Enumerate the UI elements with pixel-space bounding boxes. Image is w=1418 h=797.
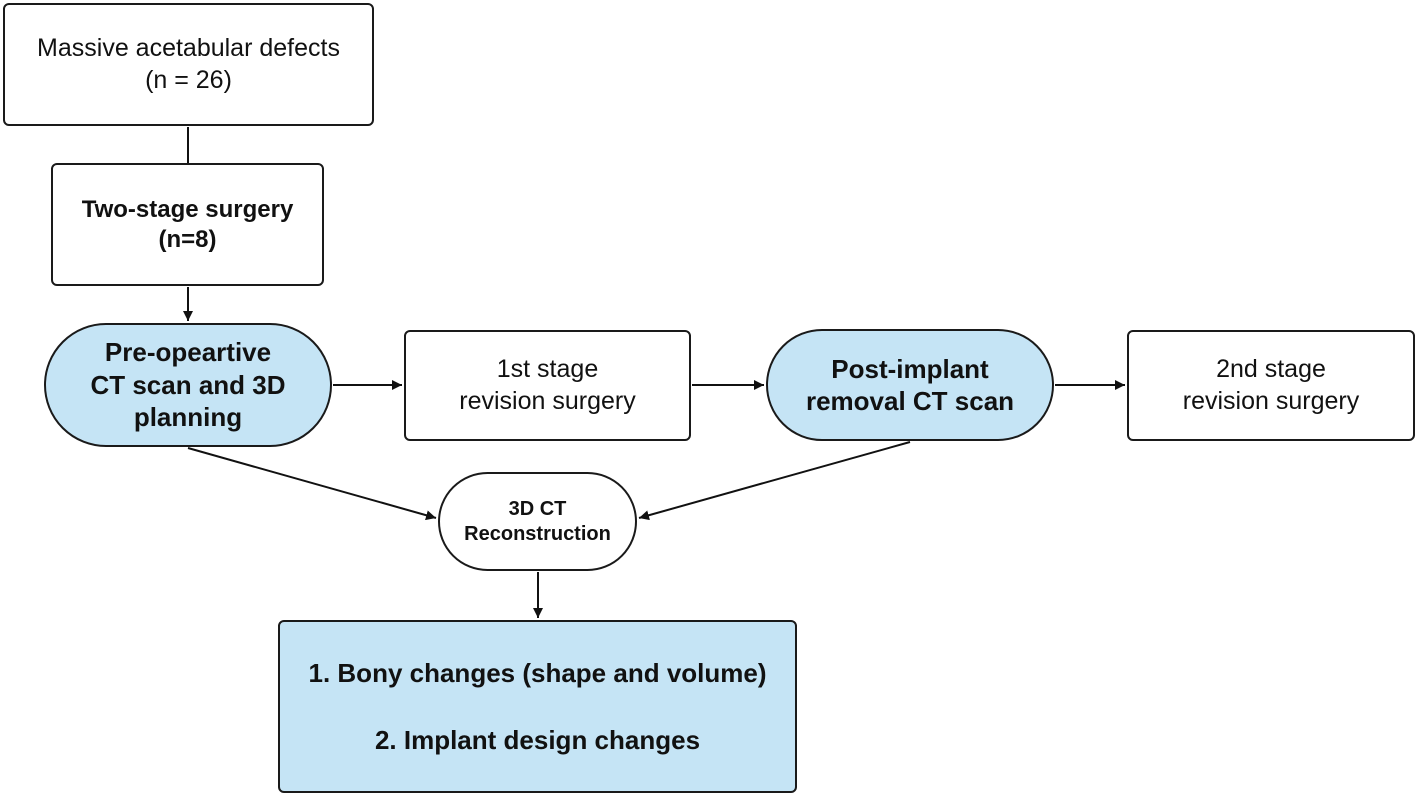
outcome-bony-changes: 1. Bony changes (shape and volume) [308,658,767,688]
3d-ct-reconstruction-box: 3D CT Reconstruction [438,472,637,571]
massive-defects-label: Massive acetabular defects [37,34,340,63]
first-stage-line-2: revision surgery [459,386,636,415]
two-stage-surgery-label: Two-stage surgery [81,195,294,223]
arrow-preop-to-reconstruction [187,447,437,521]
first-stage-revision-box: 1st stage revision surgery [404,330,691,441]
reconstruction-line-1: 3D CT [508,497,567,520]
massive-acetabular-defects-box: Massive acetabular defects (n = 26) [3,3,374,126]
two-stage-surgery-box: Two-stage surgery (n=8) [51,163,324,286]
second-stage-revision-box: 2nd stage revision surgery [1127,330,1415,441]
first-stage-line-1: 1st stage [496,355,599,384]
outcome-implant-design-changes: 2. Implant design changes [374,724,701,755]
reconstruction-line-2: Reconstruction [464,522,611,545]
second-stage-line-1: 2nd stage [1216,355,1326,384]
preop-line-1: Pre-opeartive [104,337,272,368]
two-stage-surgery-count: (n=8) [158,225,217,253]
post-implant-line-1: Post-implant [831,353,989,384]
massive-defects-count: (n = 26) [145,65,232,94]
post-implant-line-2: removal CT scan [805,386,1015,416]
second-stage-line-2: revision surgery [1182,386,1360,415]
preop-line-2: CT scan and 3D [90,369,286,400]
arrow-post-implant-to-reconstruction [638,441,911,521]
post-implant-removal-ct-box: Post-implant removal CT scan [766,329,1054,441]
outcomes-box: 1. Bony changes (shape and volume) 2. Im… [278,620,797,793]
preoperative-ct-planning-box: Pre-opeartive CT scan and 3D planning [44,323,332,447]
preop-line-3: planning [133,402,243,433]
